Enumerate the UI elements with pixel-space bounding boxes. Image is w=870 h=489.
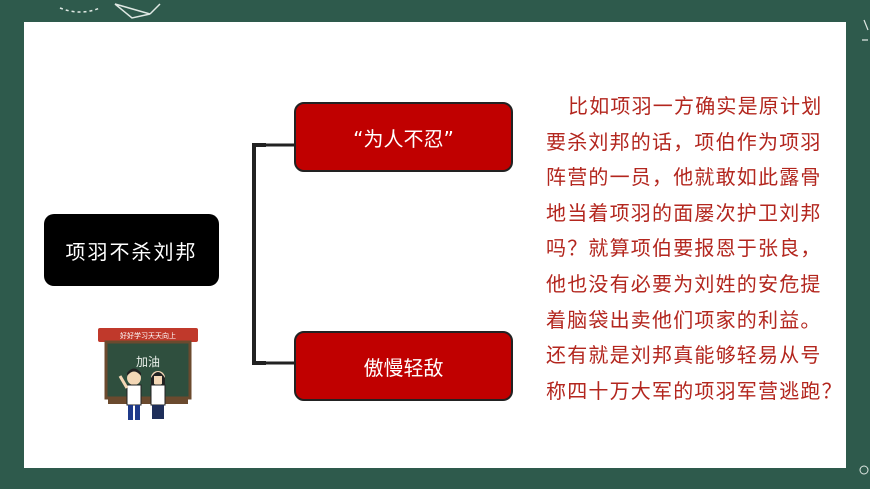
chalk-doodle [59,3,161,19]
paragraph-line: 要杀刘邦的话，项伯作为项羽 [546,129,822,154]
paragraph-line: 地当着项羽的面屡次护卫刘邦 [546,200,822,225]
paragraph-line: 着脑袋出卖他们项家的利益。 [546,307,822,332]
chalk-decoration [859,19,869,475]
root-node: 项羽不杀刘邦 [44,214,219,286]
paragraph-line: 比如项羽一方确实是原计划 [568,94,823,118]
branch-node-1: “为人不忍” [294,102,513,172]
explanation-paragraph: 比如项羽一方确实是原计划 要杀刘邦的话，项伯作为项羽 阵营的一员，他就敢如此露骨… [546,89,852,409]
branch-node-2: 傲慢轻敌 [294,331,513,401]
paragraph-line: 吗？就算项伯要报恩于张良， [546,236,822,261]
paragraph-line: 阵营的一员，他就敢如此露骨 [546,165,822,190]
paragraph-line: 他也没有必要为刘姓的安危提 [546,271,822,296]
paragraph-line: 称四十万大军的项羽军营逃跑？ [546,378,843,403]
banner-text: 好好学习天天向上 [120,331,176,340]
bracket-connector [252,143,294,365]
paragraph-line: 还有就是刘邦真能够轻易从号 [546,343,822,368]
board-text: 加油 [136,355,160,369]
students-illustration: 好好学习天天向上 加油 [98,328,198,420]
